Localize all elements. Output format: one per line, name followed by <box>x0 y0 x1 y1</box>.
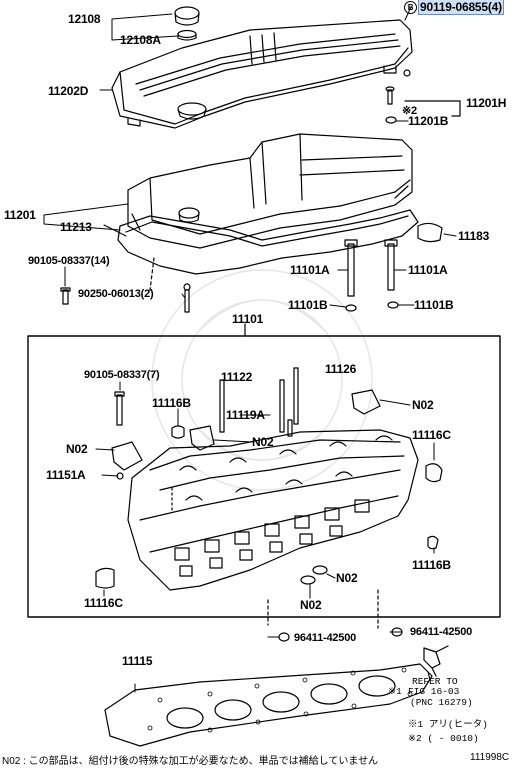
refer-line3: (PNC 16279) <box>410 697 473 708</box>
cylinder-head-cover <box>127 133 413 249</box>
footer-note: N02 : この部品は、組付け後の特殊な加工が必要なため、単品では補給していませ… <box>2 756 379 767</box>
note-1: ※1 アリ(ヒータ) <box>408 719 488 730</box>
head-bolts <box>344 239 399 312</box>
label-n02-d: N02 <box>336 571 358 585</box>
cover-bolts <box>60 283 191 313</box>
label-11119a: 11119A <box>226 408 265 422</box>
label-11202d: 11202D <box>48 84 89 98</box>
label-n02-c: N02 <box>66 442 88 456</box>
head-gasket <box>104 663 433 747</box>
label-11101b-left: 11101B <box>288 298 328 312</box>
leader-lines <box>43 6 461 693</box>
refer-mark: ※1 <box>388 686 402 697</box>
label-11122: 11122 <box>221 370 253 384</box>
half-moon-plug <box>417 222 443 243</box>
ports <box>174 499 370 577</box>
label-96411-left: 96411-42500 <box>294 632 357 644</box>
label-90250: 90250-06013(2) <box>78 288 154 300</box>
label-11213: 11213 <box>60 220 92 234</box>
inner-small-parts <box>95 367 443 589</box>
label-11101a-left: 11101A <box>290 263 330 277</box>
label-11201h-note: ※2 <box>402 105 417 117</box>
refer-line2[interactable]: FIG 16-03 <box>408 686 460 697</box>
label-n02-e: N02 <box>300 598 322 612</box>
label-12108: 12108 <box>68 12 101 26</box>
label-11101b-right: 11101B <box>414 298 454 312</box>
oil-filler-cap <box>174 6 200 41</box>
marker-b-icon: B <box>404 1 417 14</box>
diagram-code: 111998C <box>470 752 510 763</box>
label-96411-right: 96411-42500 <box>410 626 473 638</box>
label-90105-top: 90105-08337(14) <box>28 255 110 267</box>
label-11201h: 11201H <box>466 96 507 110</box>
refer-line1: REFER TO <box>412 676 458 687</box>
label-90105-inner: 90105-08337(7) <box>84 369 160 381</box>
label-11101a-right: 11101A <box>408 263 448 277</box>
note-2: ※2 ( - 0010) <box>408 733 479 744</box>
heater-fitting <box>423 645 449 677</box>
label-11151a: 11151A <box>46 468 86 482</box>
label-n02-b: N02 <box>252 435 274 449</box>
label-11115: 11115 <box>122 654 153 668</box>
label-90119-text: 90119-06855(4) <box>418 0 504 15</box>
label-n02-a: N02 <box>412 398 434 412</box>
label-11116c-right: 11116C <box>412 428 451 442</box>
label-11201: 11201 <box>4 208 36 222</box>
label-11116c-left: 11116C <box>84 596 123 610</box>
label-11116b-top: 11116B <box>152 396 191 410</box>
cam-journals <box>179 435 393 501</box>
label-11116b-right: 11116B <box>412 558 451 572</box>
head-cover-gasket <box>117 209 419 291</box>
subassembly-frame <box>27 335 501 618</box>
label-12108a: 12108A <box>120 33 161 47</box>
label-11201b-top: 11201B <box>408 114 449 128</box>
label-11101: 11101 <box>232 312 264 326</box>
cylinder-head-body <box>127 429 419 629</box>
label-11126: 11126 <box>325 362 357 376</box>
label-11183: 11183 <box>458 229 490 243</box>
cylinder-head-cover-no2 <box>111 19 413 129</box>
